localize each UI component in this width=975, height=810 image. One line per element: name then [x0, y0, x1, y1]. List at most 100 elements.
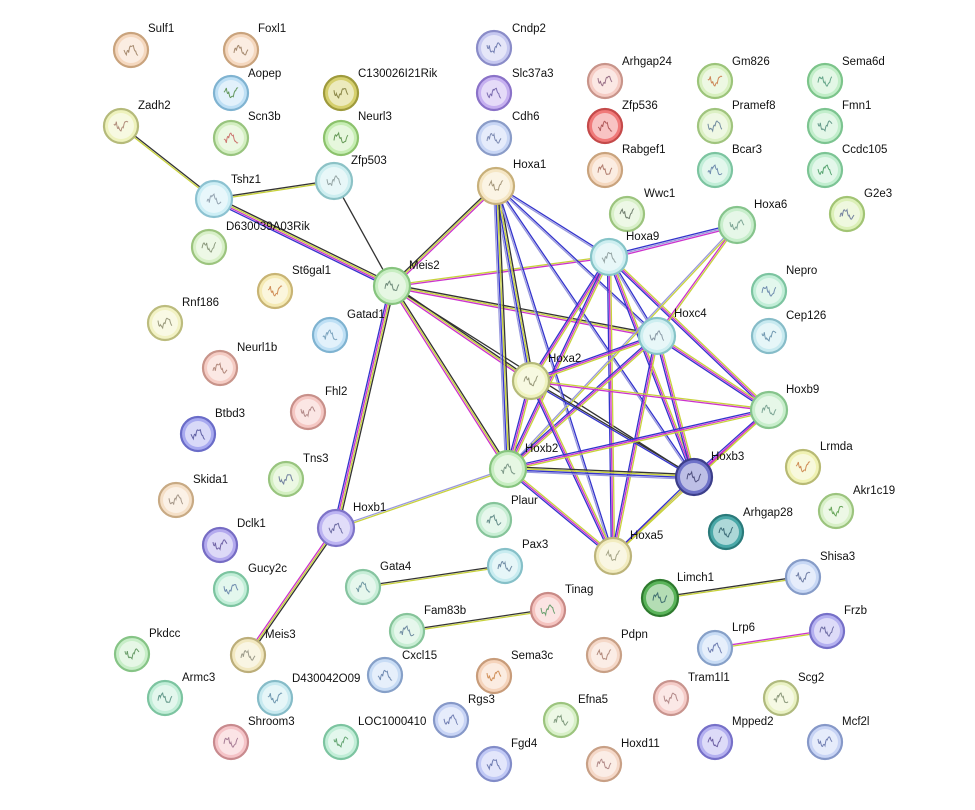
node-rnf186[interactable]: Rnf186	[146, 297, 219, 342]
node-neurl1b[interactable]: Neurl1b	[201, 342, 277, 387]
node-sema3c[interactable]: Sema3c	[475, 650, 553, 695]
node-bcar3[interactable]: Bcar3	[696, 144, 762, 189]
node-slc37a3[interactable]: Slc37a3	[475, 68, 554, 112]
node-c130026i21rik[interactable]: C130026I21Rik	[322, 68, 438, 112]
node-sulf1[interactable]: Sulf1	[112, 23, 174, 69]
protein-structure-icon	[523, 375, 539, 387]
node-tinag[interactable]: Tinag	[529, 584, 593, 629]
node-akr1c19[interactable]: Akr1c19	[817, 485, 895, 530]
node-pax3[interactable]: Pax3	[486, 539, 548, 585]
edge-strand	[246, 526, 336, 655]
node-fam83b[interactable]: Fam83b	[388, 605, 466, 650]
node-shisa3[interactable]: Shisa3	[784, 551, 855, 596]
protein-structure-icon	[157, 692, 173, 703]
node-gatad1[interactable]: Gatad1	[311, 309, 385, 354]
node-nepro[interactable]: Nepro	[750, 265, 817, 310]
node-sema6d[interactable]: Sema6d	[806, 56, 885, 100]
edge-strand	[335, 467, 509, 528]
node-frzb[interactable]: Frzb	[808, 605, 867, 650]
node-hoxb2[interactable]: Hoxb2	[488, 443, 558, 489]
protein-structure-icon	[553, 714, 569, 726]
node-plaur[interactable]: Plaur	[475, 495, 538, 539]
node-zfp536[interactable]: Zfp536	[586, 100, 658, 145]
node-g2e3[interactable]: G2e3	[828, 188, 892, 233]
edges-layer	[119, 124, 828, 657]
node-hoxd11[interactable]: Hoxd11	[585, 738, 660, 783]
node-skida1[interactable]: Skida1	[157, 474, 228, 519]
node-cndp2[interactable]: Cndp2	[475, 23, 546, 67]
edge-strand	[213, 179, 335, 199]
node-hoxa2[interactable]: Hoxa2	[511, 353, 581, 401]
node-gucy2c[interactable]: Gucy2c	[212, 563, 287, 608]
node-hoxb9[interactable]: Hoxb9	[749, 384, 819, 430]
edge-strand	[606, 256, 694, 479]
node-mpped2[interactable]: Mpped2	[696, 716, 774, 761]
node-tns3[interactable]: Tns3	[267, 453, 329, 498]
node-d430042o09[interactable]: D430042O09	[256, 673, 360, 717]
node-btbd3[interactable]: Btbd3	[179, 408, 245, 453]
node-dclk1[interactable]: Dclk1	[201, 518, 266, 564]
node-zadh2[interactable]: Zadh2	[102, 100, 171, 145]
protein-structure-icon	[300, 406, 316, 418]
node-pdpn[interactable]: Pdpn	[585, 629, 648, 674]
node-cxcl15[interactable]: Cxcl15	[366, 650, 437, 694]
node-label: Pkdcc	[149, 628, 181, 640]
node-rabgef1[interactable]: Rabgef1	[586, 144, 665, 189]
node-zfp503[interactable]: Zfp503	[314, 155, 387, 201]
node-cdh6[interactable]: Cdh6	[475, 111, 540, 157]
node-inner-highlight	[118, 37, 144, 63]
node-efna5[interactable]: Efna5	[542, 694, 608, 739]
node-hoxa9[interactable]: Hoxa9	[589, 231, 659, 277]
node-rgs3[interactable]: Rgs3	[432, 694, 495, 739]
node-fhl2[interactable]: Fhl2	[289, 386, 347, 431]
edge-strand	[507, 470, 695, 481]
node-neurl3[interactable]: Neurl3	[322, 111, 392, 157]
node-label: Dclk1	[237, 518, 266, 530]
node-hoxb3[interactable]: Hoxb3	[674, 451, 744, 497]
node-tram1l1[interactable]: Tram1l1	[652, 672, 730, 717]
node-st6gal1[interactable]: St6gal1	[256, 265, 331, 310]
node-hoxa6[interactable]: Hoxa6	[717, 199, 787, 245]
node-meis2[interactable]: Meis2	[372, 260, 440, 306]
edge-strand	[530, 380, 614, 557]
node-scn3b[interactable]: Scn3b	[212, 111, 281, 157]
node-lrp6[interactable]: Lrp6	[696, 622, 755, 667]
edge-strand	[506, 334, 657, 469]
node-foxl1[interactable]: Foxl1	[222, 23, 286, 69]
node-pramef8[interactable]: Pramef8	[696, 100, 775, 145]
protein-structure-icon	[168, 494, 184, 505]
node-mcf2l[interactable]: Mcf2l	[806, 716, 869, 761]
node-d630039a03rik[interactable]: D630039A03Rik	[190, 221, 310, 266]
node-scg2[interactable]: Scg2	[762, 672, 824, 717]
node-inner-highlight	[812, 729, 838, 755]
protein-structure-icon	[686, 470, 702, 483]
node-hoxa1[interactable]: Hoxa1	[476, 159, 546, 206]
node-gm826[interactable]: Gm826	[696, 56, 770, 100]
node-cep126[interactable]: Cep126	[750, 310, 826, 355]
node-gata4[interactable]: Gata4	[344, 561, 412, 606]
node-arhgap24[interactable]: Arhgap24	[586, 56, 672, 100]
node-hoxb1[interactable]: Hoxb1	[316, 502, 386, 548]
node-hoxc4[interactable]: Hoxc4	[637, 308, 707, 356]
node-limch1[interactable]: Limch1	[640, 572, 714, 618]
node-tshz1[interactable]: Tshz1	[194, 174, 261, 219]
edge-strand	[530, 379, 770, 410]
node-aopep[interactable]: Aopep	[212, 68, 281, 112]
node-wwc1[interactable]: Wwc1	[608, 188, 675, 233]
node-meis3[interactable]: Meis3	[229, 629, 296, 674]
node-label: Hoxb3	[711, 451, 744, 463]
node-fgd4[interactable]: Fgd4	[475, 738, 538, 783]
node-shroom3[interactable]: Shroom3	[212, 716, 295, 761]
node-fmn1[interactable]: Fmn1	[806, 100, 871, 145]
node-hoxa5[interactable]: Hoxa5	[593, 530, 663, 576]
node-pkdcc[interactable]: Pkdcc	[113, 628, 181, 673]
node-arhgap28[interactable]: Arhgap28	[707, 507, 793, 551]
node-ccdc105[interactable]: Ccdc105	[806, 144, 887, 189]
node-loc1000410[interactable]: LOC1000410	[322, 716, 426, 761]
edge-strand	[656, 224, 739, 338]
node-inner-highlight	[812, 113, 838, 139]
node-lrmda[interactable]: Lrmda	[784, 441, 853, 486]
node-armc3[interactable]: Armc3	[146, 672, 215, 717]
node-inner-highlight	[834, 201, 860, 227]
